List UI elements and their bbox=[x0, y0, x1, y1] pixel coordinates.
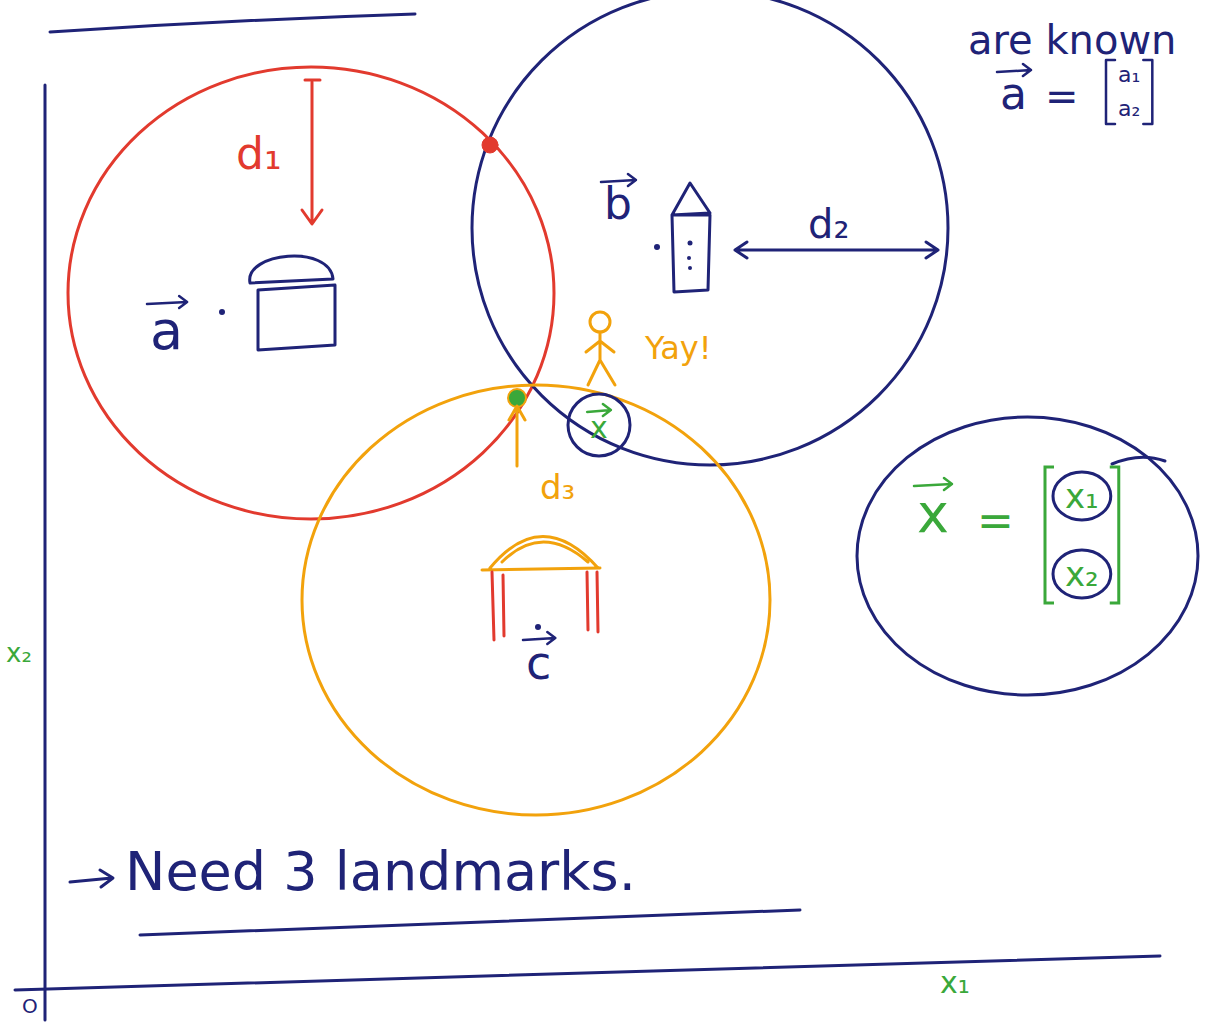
matrix-bracket bbox=[1110, 467, 1119, 603]
landmark-point bbox=[219, 309, 225, 315]
vector-component: x₁ bbox=[1065, 479, 1099, 513]
intersection-dot bbox=[508, 389, 526, 407]
house-icon bbox=[258, 285, 335, 350]
underline bbox=[140, 910, 800, 935]
vector-symbol: x bbox=[590, 413, 608, 443]
landmark-point bbox=[654, 244, 660, 250]
range-circle-blue bbox=[472, 0, 948, 465]
vector-symbol: c bbox=[526, 640, 551, 686]
distance-label: d₃ bbox=[540, 470, 575, 504]
distance-arrow bbox=[735, 242, 938, 258]
node-outline bbox=[855, 415, 1200, 697]
landmark-point bbox=[535, 624, 541, 630]
vector-symbol: b bbox=[604, 182, 632, 226]
house-icon bbox=[250, 256, 333, 283]
matrix-bracket bbox=[1143, 60, 1152, 124]
range-circle-orange bbox=[302, 385, 770, 815]
vector-symbol: x bbox=[917, 487, 949, 541]
vector-component: a₂ bbox=[1118, 98, 1140, 120]
matrix-bracket bbox=[1045, 467, 1054, 603]
vector-component: x₂ bbox=[1065, 557, 1099, 591]
note-text: Need 3 landmarks. bbox=[125, 845, 636, 899]
circled-component bbox=[1053, 550, 1111, 598]
axis-label: x₂ bbox=[6, 640, 32, 666]
node-border bbox=[568, 394, 630, 456]
intersection-dot bbox=[482, 137, 498, 153]
tower-icon bbox=[672, 183, 710, 292]
vertical-axis bbox=[44, 85, 47, 1020]
note-text: are known bbox=[968, 20, 1176, 60]
tower-window bbox=[688, 241, 693, 246]
tower-window bbox=[687, 256, 691, 260]
person-figure bbox=[590, 312, 610, 332]
equals-sign: = bbox=[977, 499, 1014, 543]
vector-component: a₁ bbox=[1118, 64, 1140, 86]
person-figure bbox=[586, 332, 615, 385]
equals-sign: = bbox=[1045, 76, 1079, 116]
node-border bbox=[857, 417, 1198, 695]
underline bbox=[50, 14, 415, 32]
exclamation: Yay! bbox=[645, 332, 712, 364]
circled-position: x bbox=[566, 392, 632, 458]
position-vector-bubble: x = x₁ x₂ bbox=[855, 415, 1200, 697]
distance-label: d₂ bbox=[808, 204, 849, 244]
note-arrow bbox=[70, 870, 113, 887]
circled-component bbox=[1053, 472, 1111, 520]
arch-icon bbox=[482, 537, 600, 571]
vector-symbol: a bbox=[1000, 72, 1027, 116]
origin-label: O bbox=[22, 996, 38, 1016]
distance-label: d₁ bbox=[236, 132, 282, 176]
matrix-bracket bbox=[1106, 60, 1115, 124]
tower-window bbox=[688, 266, 692, 270]
distance-arrow bbox=[302, 80, 322, 224]
horizontal-axis bbox=[15, 956, 1160, 990]
vector-symbol: a bbox=[150, 304, 183, 358]
scribble bbox=[1112, 457, 1165, 464]
arch-pillars bbox=[492, 572, 598, 640]
distance-arrow bbox=[509, 406, 525, 466]
axis-label: x₁ bbox=[940, 968, 970, 998]
